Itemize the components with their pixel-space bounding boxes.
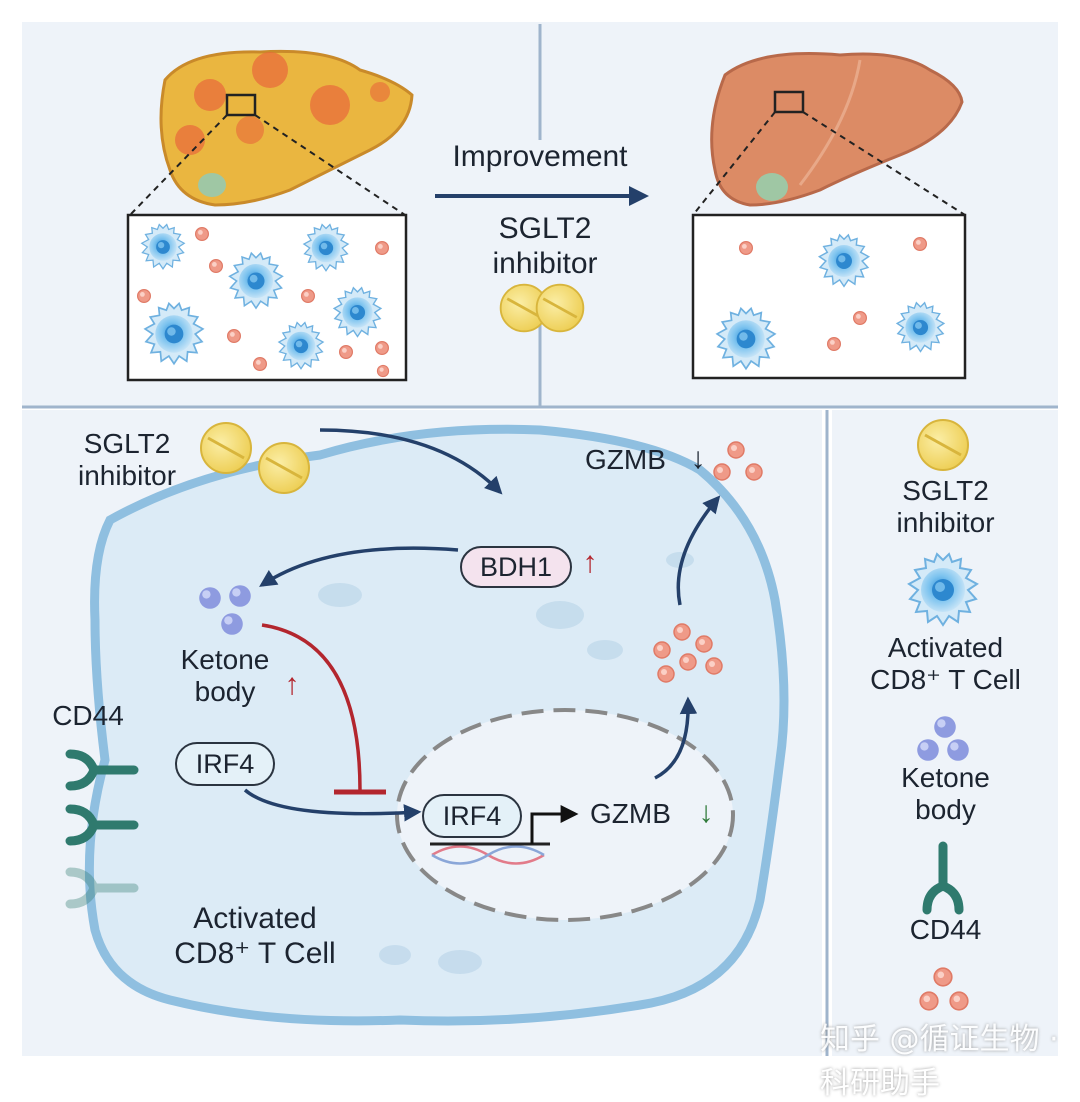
gzmb-nucleus-down-arrow: ↓: [698, 796, 714, 829]
fatty-liver-icon: [159, 49, 414, 207]
cell-organelles: [318, 552, 694, 974]
zoom-line: [802, 111, 966, 216]
bdh1-to-ketone-arrow: [259, 546, 459, 587]
drug-label: SGLT2 inhibitor: [77, 428, 177, 492]
gzmb-nucleus-label: GZMB: [590, 798, 671, 829]
gzmb-secreted-down-arrow: ↓: [690, 442, 706, 475]
legend-tcell-label: Activated CD8⁺ T Cell: [870, 632, 1021, 696]
gzmb-secreted-label: GZMB: [585, 444, 666, 475]
top-drug-label: SGLT2 inhibitor: [492, 212, 598, 280]
legend-drug-label: SGLT2 inhibitor: [896, 475, 995, 539]
legend-ketone-label: Ketone body: [901, 762, 990, 826]
zoom-line: [254, 114, 406, 216]
bdh1-pill: BDH1: [460, 546, 572, 588]
zoom-line: [129, 114, 228, 216]
bdh1-label: BDH1: [479, 552, 553, 582]
ketone-up-arrow: ↑: [284, 668, 300, 701]
ketone-body-label: Ketone body: [180, 644, 270, 708]
improvement-label: Improvement: [452, 140, 628, 173]
irf4-cytoplasm-pill: IRF4: [175, 742, 275, 786]
irf4-nucleus-label: IRF4: [442, 801, 502, 831]
healthy-liver-icon: [710, 52, 964, 207]
gzmb-expression-arrow: [654, 696, 698, 780]
legend-cd44-label: CD44: [909, 914, 982, 945]
drug-to-bdh1-arrow: [319, 428, 503, 495]
irf4-cytoplasm-label: IRF4: [195, 749, 255, 779]
watermark: 知乎 @循证生物 · 科研助手: [820, 1022, 1059, 1101]
gzmb-secretion-arrow: [676, 495, 721, 606]
transcription-arrow: [530, 805, 579, 844]
irf4-nuclear-translocation-arrow: [243, 788, 422, 822]
cell-label: Activated CD8⁺ T Cell: [174, 902, 336, 970]
ketone-inhibits-irf4-line: [261, 623, 362, 791]
irf4-nucleus-pill: IRF4: [422, 794, 522, 838]
bdh1-up-arrow: ↑: [582, 546, 598, 579]
cd44-label: CD44: [52, 700, 124, 731]
dna-helix-icon: [430, 842, 550, 865]
